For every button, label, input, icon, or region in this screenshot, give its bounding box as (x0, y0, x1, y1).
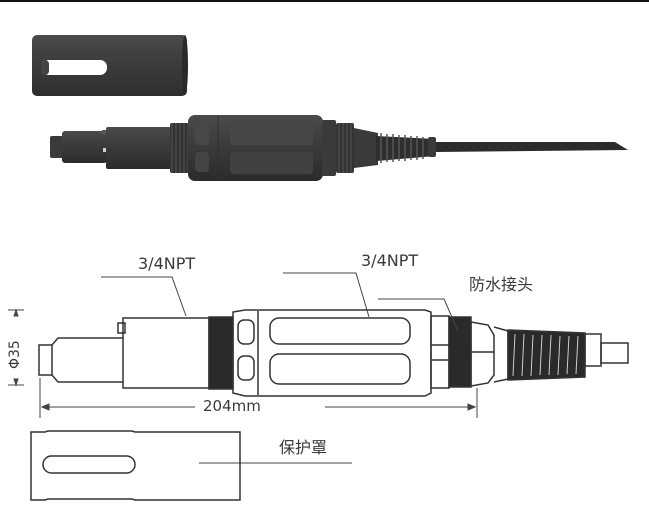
thread-left-label: 3/4NPT (138, 254, 196, 273)
sensor-photo (32, 35, 628, 181)
top-border (0, 0, 649, 2)
diameter-dimension-label: Φ35 (7, 340, 23, 369)
protective-cap-label: 保护罩 (279, 438, 328, 457)
probe-photo (50, 115, 628, 181)
protective-cap-photo (32, 35, 188, 96)
length-dimension-label: 204mm (200, 399, 264, 414)
thread-right-label: 3/4NPT (361, 251, 419, 270)
waterproof-connector-label: 防水接头 (469, 275, 534, 294)
